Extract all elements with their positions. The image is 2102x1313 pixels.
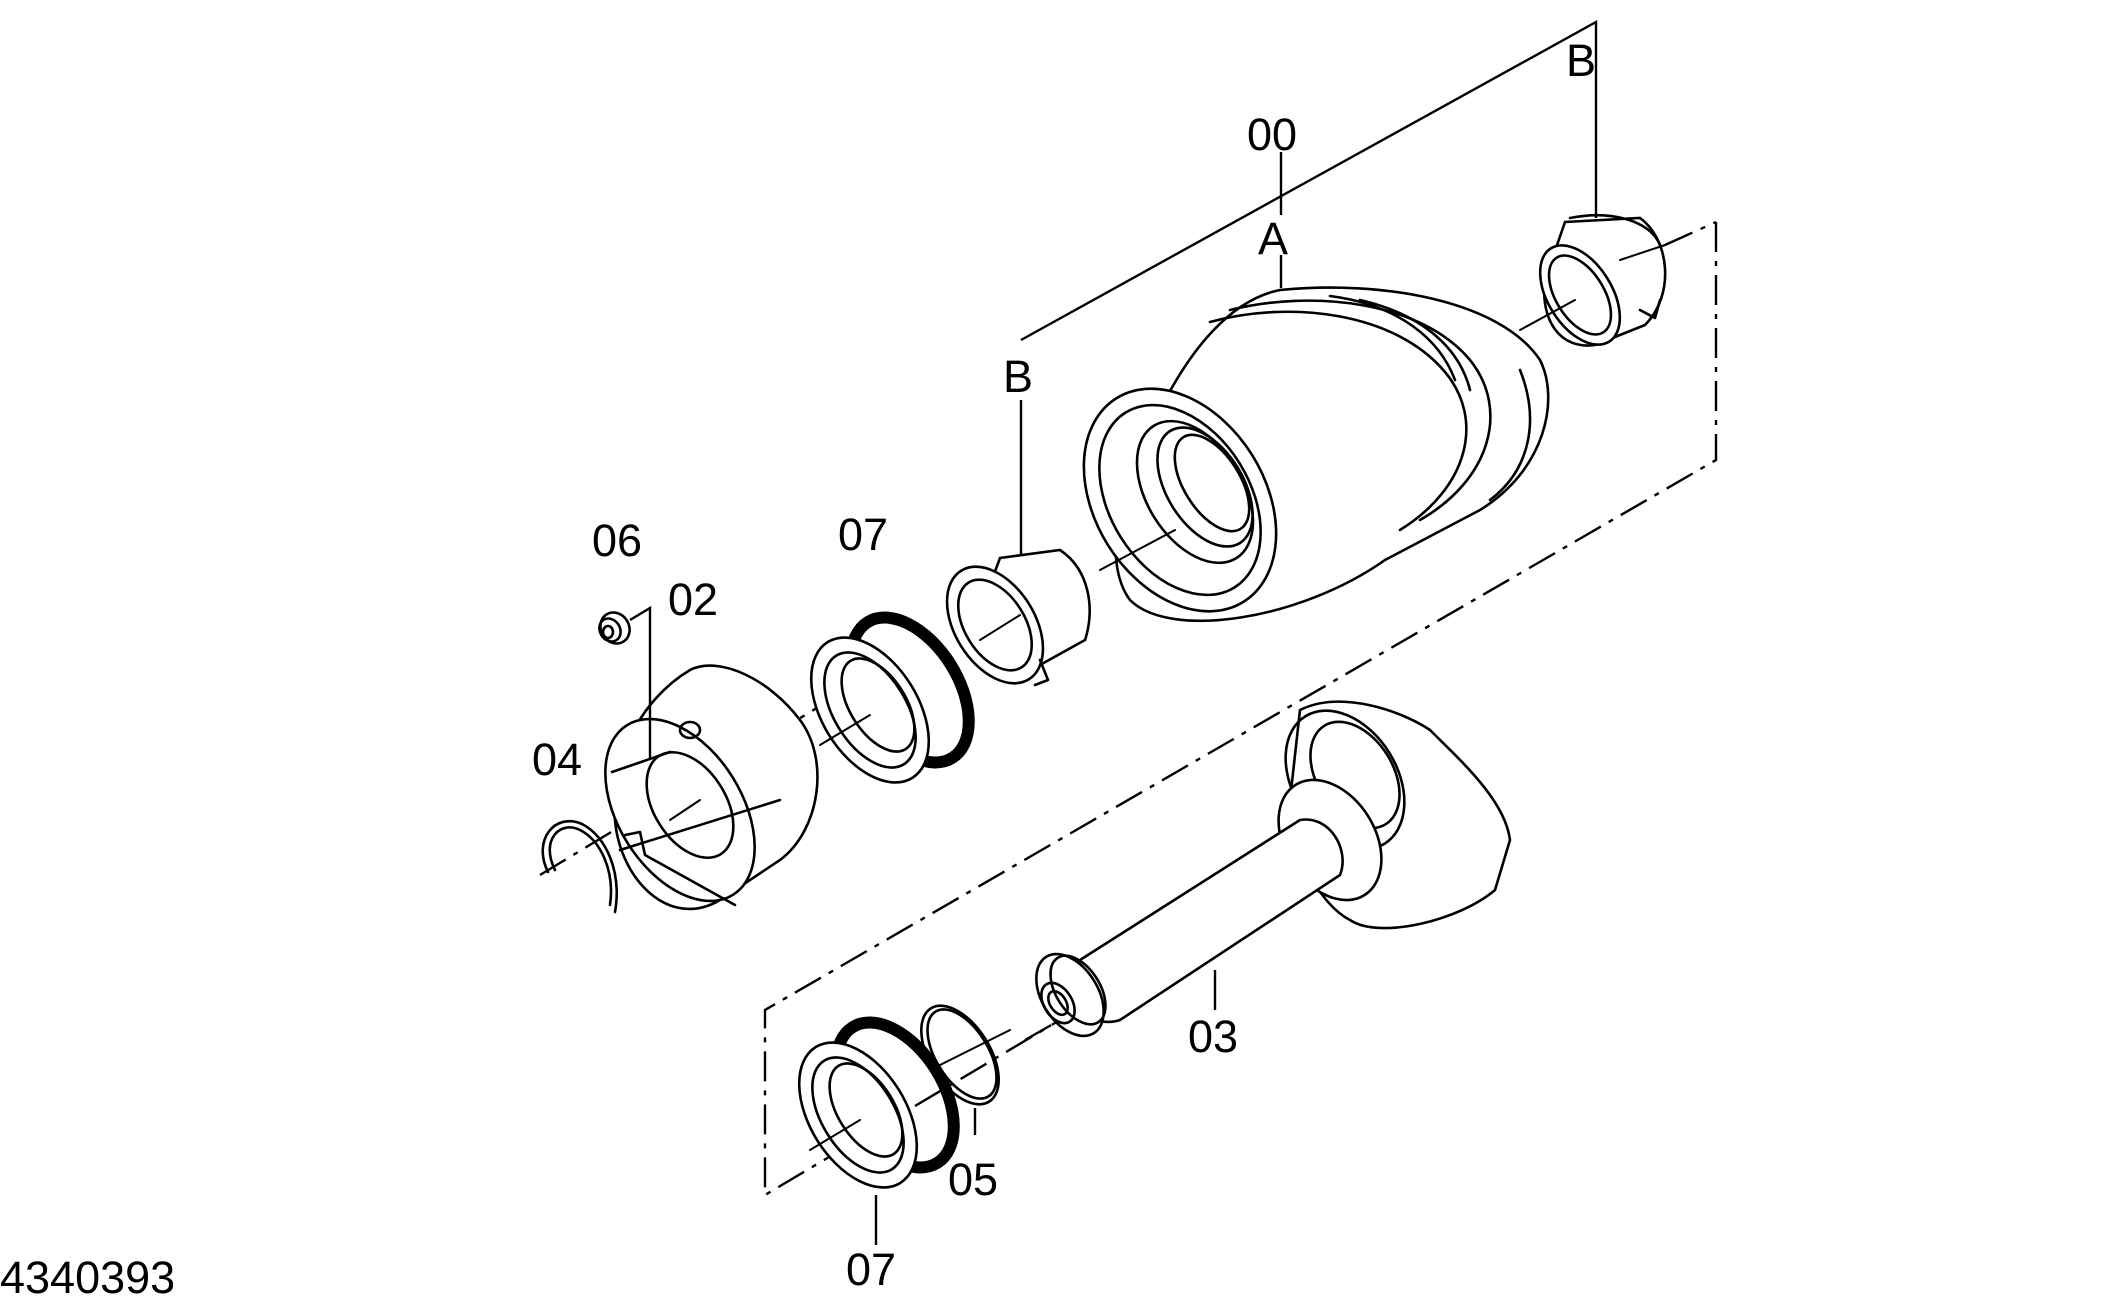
floating-seal-upper <box>809 611 975 784</box>
document-number: 4340393 <box>0 1252 175 1303</box>
retaining-ring <box>541 819 618 914</box>
callout-07-lower: 07 <box>846 1244 896 1295</box>
plug <box>598 605 652 760</box>
callout-00: 00 <box>1247 109 1297 160</box>
callout-03: 03 <box>1188 1011 1238 1062</box>
bushing-right <box>1519 214 1667 347</box>
assembly-bracket <box>1019 19 1598 558</box>
callout-06: 06 <box>592 515 642 566</box>
floating-seal-lower <box>797 1016 960 1245</box>
callout-05: 05 <box>948 1154 998 1205</box>
callout-B-top: B <box>1566 35 1596 86</box>
callout-04: 04 <box>532 734 582 785</box>
shaft <box>1035 700 1512 1038</box>
callout-02: 02 <box>668 574 718 625</box>
callout-07-upper: 07 <box>838 509 888 560</box>
callout-A: A <box>1258 213 1288 264</box>
bushing-left <box>945 548 1091 687</box>
o-ring <box>920 1004 1011 1135</box>
roller-body <box>1082 286 1550 623</box>
callout-B-left: B <box>1003 351 1033 402</box>
collar <box>604 664 819 911</box>
